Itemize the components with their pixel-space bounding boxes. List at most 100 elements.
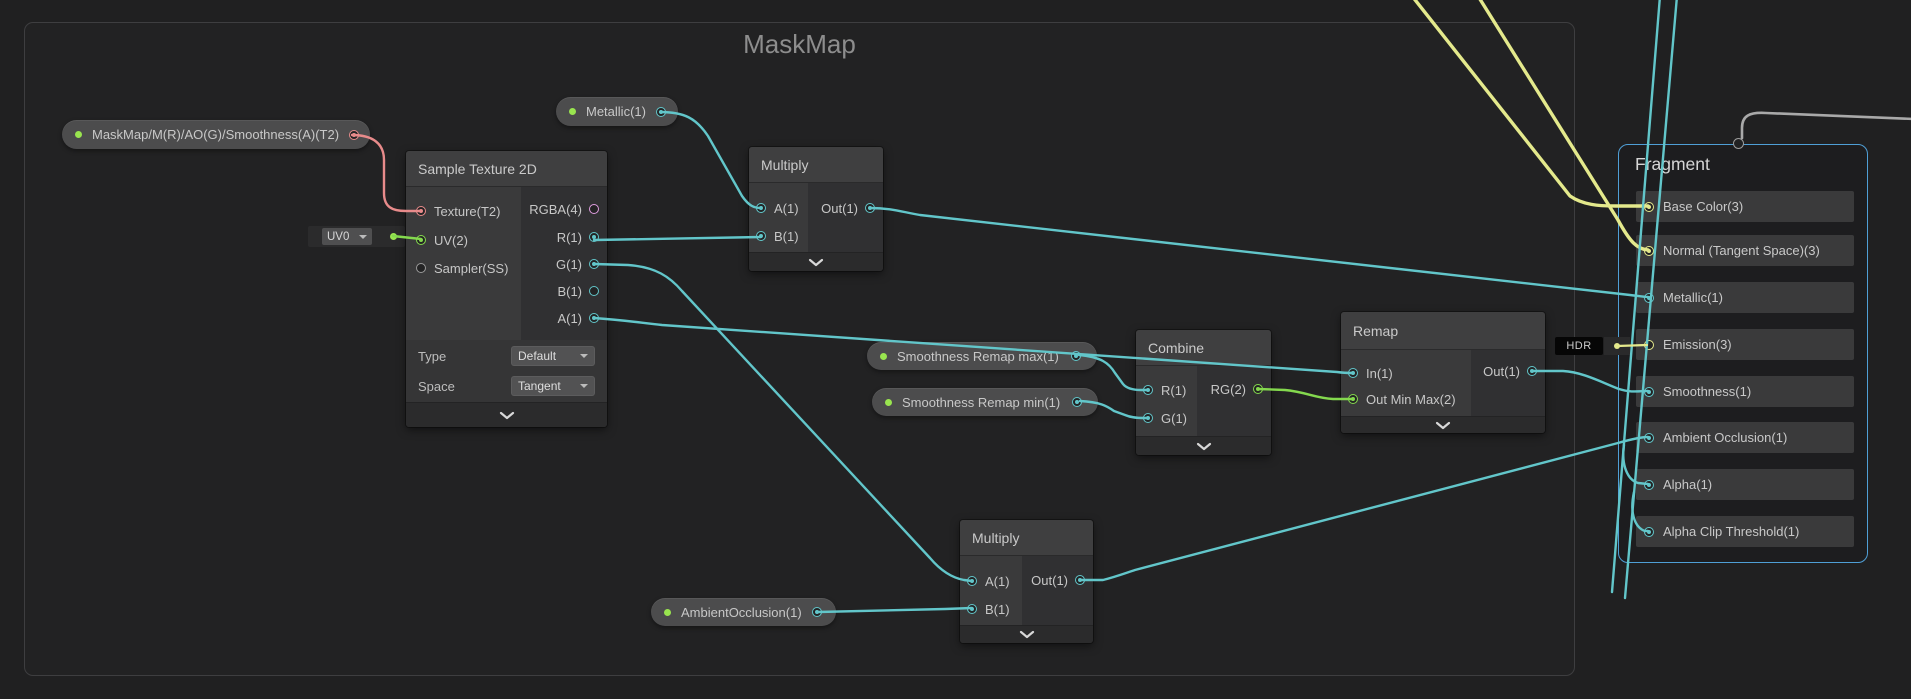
port-label: B(1) xyxy=(774,228,799,244)
property-node-maskmap[interactable]: MaskMap/M(R)/AO(G)/Smoothness(A)(T2) xyxy=(62,120,370,149)
port-g-in[interactable] xyxy=(1143,413,1153,423)
port-normal[interactable] xyxy=(1644,245,1654,256)
port-g-out[interactable] xyxy=(589,259,599,269)
property-node-smoothness-remap-max[interactable]: Smoothness Remap max(1) xyxy=(867,342,1097,370)
block-row-emission: Emission(3) xyxy=(1636,329,1854,360)
collapse-button[interactable] xyxy=(406,402,607,427)
port-label: A(1) xyxy=(774,200,799,216)
port-label: In(1) xyxy=(1366,365,1393,381)
port-remap-min-out[interactable] xyxy=(1072,397,1082,407)
chevron-down-icon xyxy=(1435,421,1451,429)
block-row-metallic: Metallic(1) xyxy=(1636,282,1854,313)
node-title[interactable]: Sample Texture 2D xyxy=(406,151,607,187)
space-dropdown[interactable]: Tangent xyxy=(511,376,595,396)
exposed-property-dot-icon xyxy=(569,108,576,115)
port-b-out[interactable] xyxy=(589,286,599,296)
port-in[interactable] xyxy=(1348,368,1358,378)
port-out[interactable] xyxy=(865,203,875,213)
port-uv-in[interactable] xyxy=(416,235,426,245)
port-label: R(1) xyxy=(1161,382,1187,398)
input-column xyxy=(1341,350,1471,416)
type-dropdown[interactable]: Default xyxy=(511,346,595,366)
node-title[interactable]: Combine xyxy=(1136,330,1271,366)
port-label: Sampler(SS) xyxy=(434,260,509,276)
port-a-in[interactable] xyxy=(756,203,766,213)
type-value: Default xyxy=(518,349,557,363)
exposed-property-dot-icon xyxy=(885,398,892,406)
port-r-in[interactable] xyxy=(1143,385,1153,395)
fragment-vertical-port[interactable] xyxy=(1733,138,1744,149)
port-maskmap-out[interactable] xyxy=(349,129,360,140)
port-rgba-out[interactable] xyxy=(589,204,599,214)
port-label: Out(1) xyxy=(1031,572,1068,588)
block-row-label: Alpha Clip Threshold(1) xyxy=(1663,524,1800,539)
port-emission[interactable] xyxy=(1644,339,1654,350)
block-row-label: Alpha(1) xyxy=(1663,477,1713,492)
block-row-alpha: Alpha(1) xyxy=(1636,469,1854,500)
uv-channel-dropdown[interactable]: UV0 xyxy=(322,228,372,245)
collapse-button[interactable] xyxy=(1341,416,1545,433)
node-multiply-ao[interactable]: Multiply A(1) B(1) Out(1) xyxy=(960,520,1093,643)
chevron-down-icon xyxy=(1196,442,1211,450)
port-alpha-clip-threshold[interactable] xyxy=(1644,526,1654,537)
port-texture-in[interactable] xyxy=(416,206,426,216)
block-row-label: Ambient Occlusion(1) xyxy=(1663,430,1788,445)
group-title[interactable]: MaskMap xyxy=(743,29,856,59)
port-smoothness[interactable] xyxy=(1644,386,1654,397)
collapse-button[interactable] xyxy=(960,625,1093,643)
collapse-button[interactable] xyxy=(749,252,883,271)
property-node-metallic[interactable]: Metallic(1) xyxy=(556,97,678,126)
edge-vertex-fragment[interactable] xyxy=(1740,111,1911,140)
port-base-color[interactable] xyxy=(1644,201,1654,212)
port-label: Out Min Max(2) xyxy=(1366,391,1456,407)
node-multiply-metallic[interactable]: Multiply A(1) B(1) Out(1) xyxy=(749,147,883,271)
port-label: B(1) xyxy=(557,283,582,299)
port-label: Texture(T2) xyxy=(434,203,501,219)
collapse-button[interactable] xyxy=(1136,436,1271,455)
exposed-property-dot-icon xyxy=(75,131,82,138)
port-outminmax-in[interactable] xyxy=(1348,394,1358,404)
port-out[interactable] xyxy=(1527,366,1537,376)
fragment-block: Fragment Base Color(3) Normal (Tangent S… xyxy=(1618,144,1868,563)
property-label: Metallic(1) xyxy=(586,104,646,119)
node-title[interactable]: Multiply xyxy=(960,520,1093,556)
port-label: UV(2) xyxy=(434,232,468,248)
port-a-in[interactable] xyxy=(967,576,977,586)
port-sampler-in[interactable] xyxy=(416,263,426,273)
port-b-in[interactable] xyxy=(967,604,977,614)
block-row-normal: Normal (Tangent Space)(3) xyxy=(1636,235,1854,266)
uv-channel-value: UV0 xyxy=(327,230,350,243)
node-title[interactable]: Multiply xyxy=(749,147,883,183)
block-row-label: Smoothness(1) xyxy=(1663,384,1752,399)
port-alpha[interactable] xyxy=(1644,479,1654,490)
node-controls: Type Default Space Tangent xyxy=(406,340,607,402)
node-combine[interactable]: Combine R(1) G(1) RG(2) xyxy=(1136,330,1271,455)
dropdown-arrow-icon xyxy=(580,354,588,358)
port-label: Out(1) xyxy=(1483,363,1520,379)
port-rg-out[interactable] xyxy=(1253,384,1263,394)
port-remap-max-out[interactable] xyxy=(1071,351,1081,361)
port-label: G(1) xyxy=(1161,410,1187,426)
port-metallic-out[interactable] xyxy=(655,106,666,117)
block-row-alpha-clip: Alpha Clip Threshold(1) xyxy=(1636,516,1854,547)
port-b-in[interactable] xyxy=(756,231,766,241)
port-a-out[interactable] xyxy=(589,313,599,323)
block-row-label: Normal (Tangent Space)(3) xyxy=(1663,243,1820,258)
node-title[interactable]: Remap xyxy=(1341,312,1545,350)
port-label: RGBA(4) xyxy=(529,201,582,217)
port-label: A(1) xyxy=(557,310,582,326)
uv-channel-widget: UV0 xyxy=(308,226,405,247)
port-ambient-occlusion[interactable] xyxy=(1644,432,1654,443)
port-out[interactable] xyxy=(1075,575,1085,585)
port-r-out[interactable] xyxy=(589,232,599,242)
hdr-badge: HDR xyxy=(1555,337,1603,355)
property-node-ambient-occlusion[interactable]: AmbientOcclusion(1) xyxy=(651,598,836,626)
node-sample-texture-2d[interactable]: Sample Texture 2D Texture(T2) UV(2) Samp… xyxy=(406,151,607,427)
property-label: MaskMap/M(R)/AO(G)/Smoothness(A)(T2) xyxy=(92,127,340,142)
port-metallic[interactable] xyxy=(1644,292,1654,303)
emission-color-field[interactable] xyxy=(1604,337,1630,355)
property-node-smoothness-remap-min[interactable]: Smoothness Remap min(1) xyxy=(872,388,1098,416)
node-remap[interactable]: Remap In(1) Out Min Max(2) Out(1) xyxy=(1341,312,1545,433)
port-ao-out[interactable] xyxy=(811,607,822,617)
